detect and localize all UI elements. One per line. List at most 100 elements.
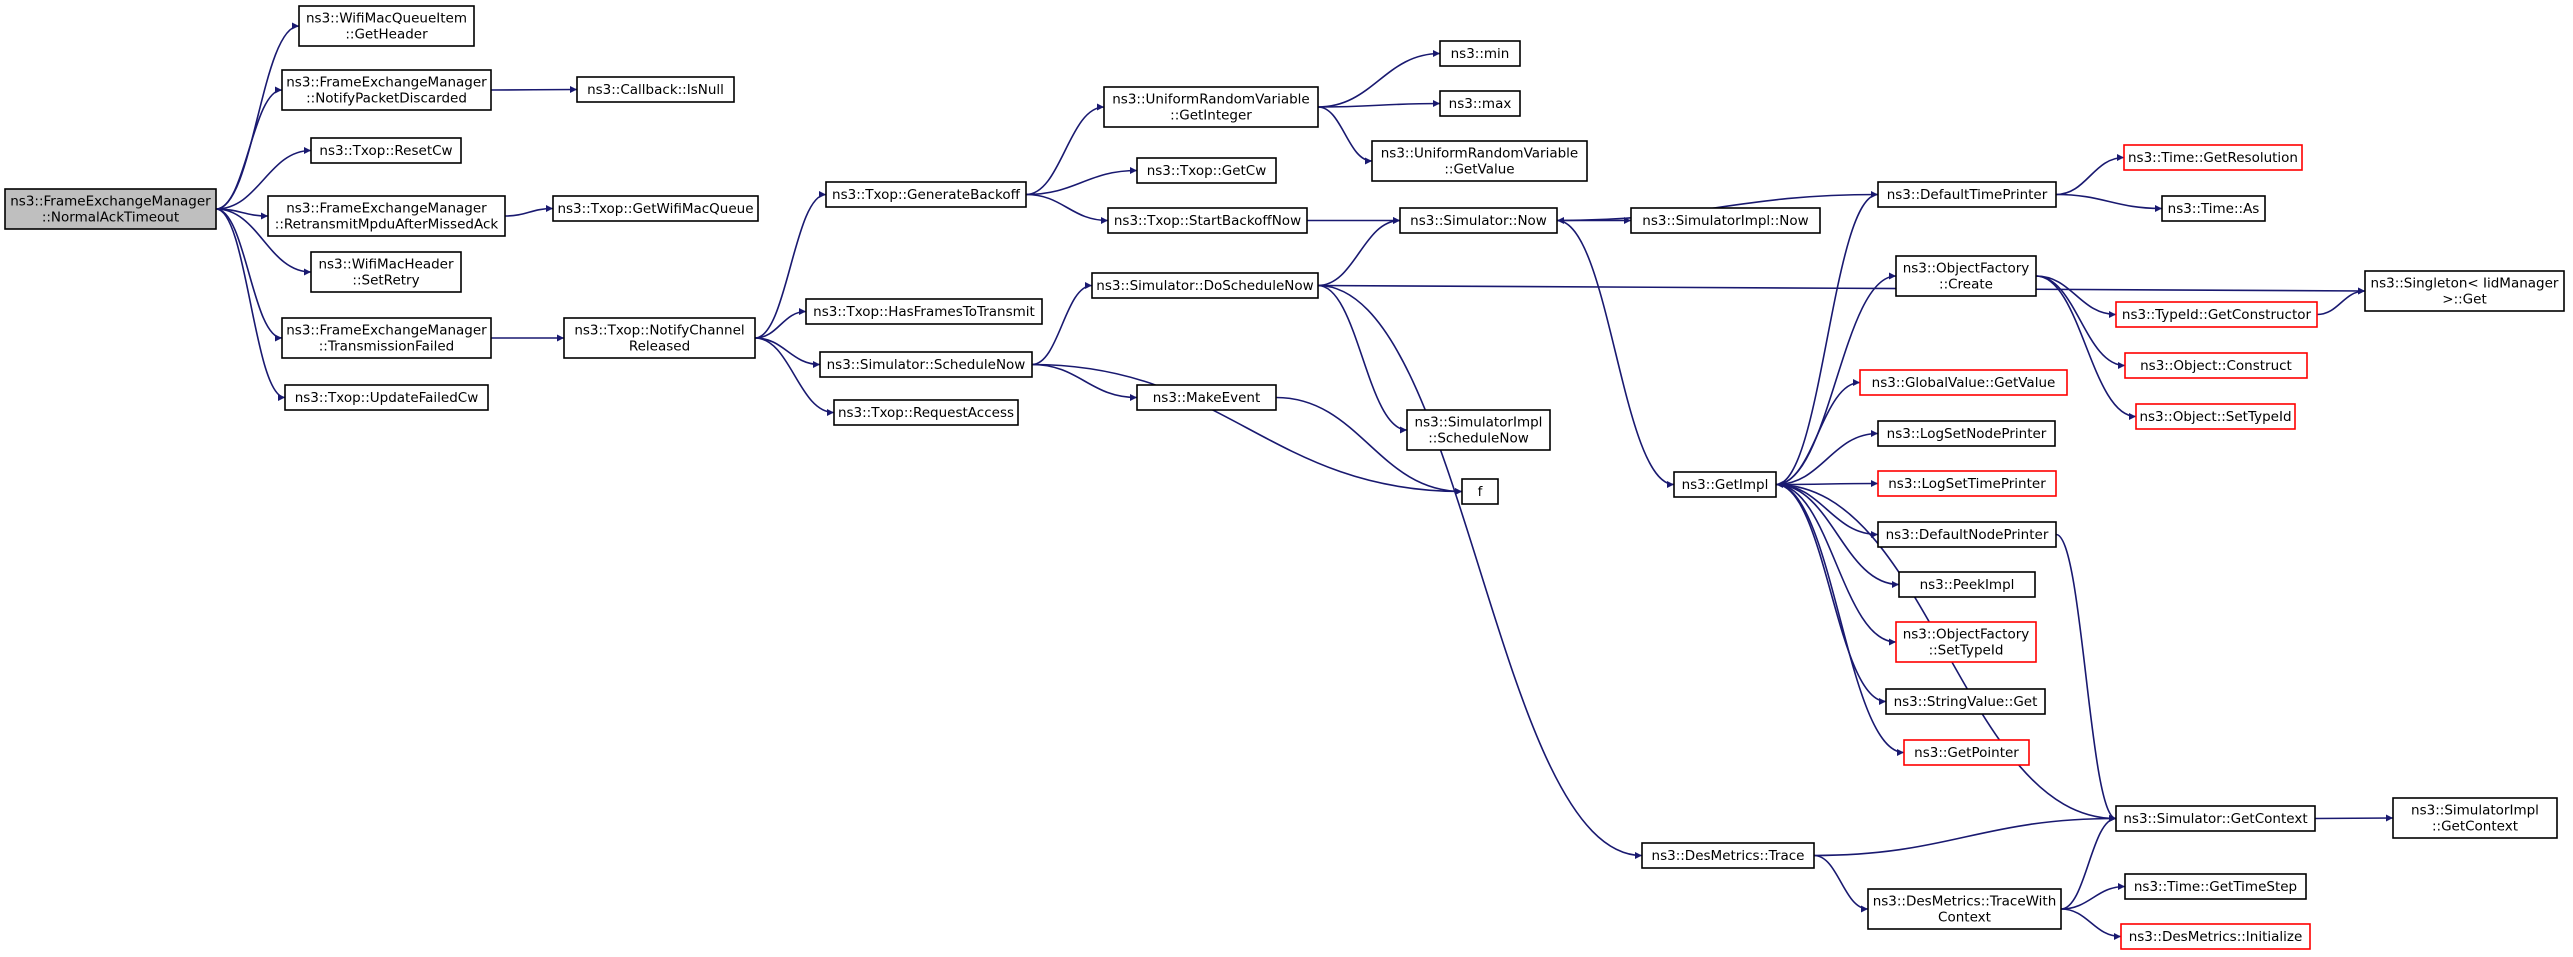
node-ns3-typeid-getconstructor[interactable]: ns3::TypeId::GetConstructor	[2115, 301, 2318, 328]
node-ns3-getpointer[interactable]: ns3::GetPointer	[1903, 739, 2030, 766]
node-box	[281, 317, 492, 359]
node-ns3-frameexchangemanager-retransmitmpduaftermissedack[interactable]: ns3::FrameExchangeManager::RetransmitMpd…	[267, 195, 506, 237]
node-label: ns3::StringValue::Get	[1894, 694, 2038, 710]
node-ns3-makeevent[interactable]: ns3::MakeEvent	[1136, 384, 1277, 411]
node-ns3-defaulttimeprinter[interactable]: ns3::DefaultTimePrinter	[1877, 181, 2057, 208]
node-label: ns3::DefaultTimePrinter	[1887, 187, 2048, 203]
node-ns3-singletoniidmanager-get[interactable]: ns3::Singleton< IidManager >::Get	[2364, 270, 2565, 312]
node-ns3-wifimacqueueitem-getheader[interactable]: ns3::WifiMacQueueItem::GetHeader	[298, 5, 475, 47]
node-ns3-txop-updatefailedcw[interactable]: ns3::Txop::UpdateFailedCw	[284, 384, 489, 411]
node-ns3-simulatorimpl-now[interactable]: ns3::SimulatorImpl::Now	[1630, 207, 1821, 234]
node-box	[310, 137, 462, 164]
node-ns3-simulator-now[interactable]: ns3::Simulator::Now	[1399, 207, 1558, 234]
node-label: ns3::Simulator::DoScheduleNow	[1096, 278, 1313, 294]
node-ns3-globalvalue-getvalue[interactable]: ns3::GlobalValue::GetValue	[1859, 369, 2068, 396]
node-ns3-time-gettimestep[interactable]: ns3::Time::GetTimeStep	[2124, 873, 2307, 900]
node-ns3-simulator-getcontext[interactable]: ns3::Simulator::GetContext	[2115, 805, 2316, 832]
node-ns3-simulator-doschedulenow[interactable]: ns3::Simulator::DoScheduleNow	[1091, 272, 1319, 299]
node-ns3-peekimpl[interactable]: ns3::PeekImpl	[1898, 571, 2036, 598]
edge-n0-to-n8	[215, 208, 283, 342]
node-box	[281, 69, 492, 111]
node-ns3-txop-resetcw[interactable]: ns3::Txop::ResetCw	[310, 137, 462, 164]
edge-n28-to-n37	[1775, 379, 1861, 486]
edge-n15-to-n20	[1317, 106, 1373, 165]
node-label: ns3::MakeEvent	[1153, 390, 1261, 406]
edge-n32-to-n33	[2035, 275, 2117, 318]
node-ns3-txop-requestaccess[interactable]: ns3::Txop::RequestAccess	[833, 399, 1019, 426]
node-ns3-time-as[interactable]: ns3::Time::As	[2161, 195, 2266, 222]
node-ns3-simulatorimpl-schedulenow[interactable]: ns3::SimulatorImpl::ScheduleNow	[1406, 409, 1551, 451]
node-ns3-callback-isnull[interactable]: ns3::Callback::IsNull	[576, 76, 735, 103]
edge-n28-to-n29	[1775, 191, 1879, 486]
node-label: ns3::DesMetrics::Trace	[1652, 848, 1805, 864]
node-label: ns3::DesMetrics::TraceWith	[1873, 894, 2057, 910]
node-box	[1461, 478, 1499, 505]
node-box	[1136, 384, 1277, 411]
node-ns3-logsetnodeprinter[interactable]: ns3::LogSetNodePrinter	[1877, 420, 2056, 447]
node-label: Released	[629, 339, 690, 355]
node-box	[1903, 739, 2030, 766]
node-label: ns3::UniformRandomVariable	[1112, 92, 1310, 108]
edge-n47-to-n49	[2060, 908, 2122, 940]
node-ns3-txop-getwifimacqueue[interactable]: ns3::Txop::GetWifiMacQueue	[552, 195, 759, 222]
node-ns3-wifimacheader-setretry[interactable]: ns3::WifiMacHeader::SetRetry	[310, 251, 462, 293]
node-label: ::GetHeader	[345, 27, 428, 43]
edge-n11-to-n16	[1025, 167, 1138, 196]
node-label: ns3::DesMetrics::Initialize	[2129, 929, 2303, 945]
node-ns3-desmetrics-initialize[interactable]: ns3::DesMetrics::Initialize	[2120, 923, 2311, 950]
node-label: ns3::max	[1449, 96, 1512, 112]
node-ns3-defaultnodeprinter[interactable]: ns3::DefaultNodePrinter	[1877, 521, 2057, 548]
node-ns3-objectfactory-create[interactable]: ns3::ObjectFactory::Create	[1895, 255, 2037, 297]
edge-n28-to-n44	[1775, 483, 1905, 756]
node-ns3-frameexchangemanager-normalacktimeout: ns3::FrameExchangeManager::NormalAckTime…	[4, 188, 217, 230]
edge-n9-to-n12	[754, 308, 807, 339]
node-ns3-logsettimeprinter[interactable]: ns3::LogSetTimePrinter	[1877, 470, 2057, 497]
node-ns3-simulatorimpl-getcontext[interactable]: ns3::SimulatorImpl::GetContext	[2392, 797, 2558, 839]
node-label: >::Get	[2442, 292, 2486, 308]
edge-n21-to-n36	[1317, 284, 2366, 295]
node-ns3-desmetrics-trace[interactable]: ns3::DesMetrics::Trace	[1641, 842, 1815, 869]
node-ns3-txop-hasframestotransmit[interactable]: ns3::Txop::HasFramesToTransmit	[805, 298, 1043, 325]
node-label: ns3::SimulatorImpl::Now	[1642, 213, 1808, 229]
node-ns3-objectfactory-settypeid[interactable]: ns3::ObjectFactory::SetTypeId	[1895, 621, 2037, 663]
edge-n0-to-n4	[215, 147, 312, 210]
node-label: ns3::ObjectFactory	[1903, 261, 2030, 277]
node-ns3-max[interactable]: ns3::max	[1439, 90, 1521, 117]
node-f[interactable]: f	[1461, 478, 1499, 505]
node-ns3-uniformrandomvariable-getvalue[interactable]: ns3::UniformRandomVariable::GetValue	[1371, 140, 1588, 182]
node-box	[1091, 272, 1319, 299]
edge-n13-to-n23	[1031, 363, 1463, 495]
node-box	[298, 5, 475, 47]
edge-n28-to-n38	[1775, 430, 1879, 486]
node-ns3-txop-startbackoffnow[interactable]: ns3::Txop::StartBackoffNow	[1107, 207, 1308, 234]
node-label: ns3::Txop::ResetCw	[319, 143, 452, 159]
node-label: ns3::FrameExchangeManager	[286, 75, 487, 91]
node-ns3-txop-getcw[interactable]: ns3::Txop::GetCw	[1136, 157, 1277, 184]
edge-n45-to-n46	[2314, 814, 2394, 822]
edge-n15-to-n19	[1317, 100, 1441, 108]
node-ns3-object-construct[interactable]: ns3::Object::Construct	[2124, 352, 2308, 379]
node-label: ns3::LogSetNodePrinter	[1887, 426, 2047, 442]
node-ns3-object-settypeid[interactable]: ns3::Object::SetTypeId	[2135, 403, 2296, 430]
node-ns3-simulator-schedulenow[interactable]: ns3::Simulator::ScheduleNow	[819, 351, 1033, 378]
node-ns3-frameexchangemanager-transmissionfailed[interactable]: ns3::FrameExchangeManager::TransmissionF…	[281, 317, 492, 359]
node-label: ::NormalAckTimeout	[42, 210, 179, 226]
node-box	[833, 399, 1019, 426]
node-ns3-stringvalue-get[interactable]: ns3::StringValue::Get	[1885, 688, 2046, 715]
node-label: ns3::Object::SetTypeId	[2139, 409, 2291, 425]
node-ns3-min[interactable]: ns3::min	[1439, 40, 1521, 67]
node-label: ns3::PeekImpl	[1920, 577, 2015, 593]
edge-n0-to-n10	[215, 208, 286, 401]
node-ns3-frameexchangemanager-notifypacketdiscarded[interactable]: ns3::FrameExchangeManager::NotifyPacketD…	[281, 69, 492, 111]
node-label: ns3::Simulator::ScheduleNow	[827, 357, 1026, 373]
node-ns3-getimpl[interactable]: ns3::GetImpl	[1673, 471, 1777, 498]
node-ns3-time-getresolution[interactable]: ns3::Time::GetResolution	[2123, 144, 2303, 171]
node-label: ns3::min	[1451, 46, 1510, 62]
node-ns3-uniformrandomvariable-getinteger[interactable]: ns3::UniformRandomVariable::GetInteger	[1103, 86, 1319, 128]
node-label: ::ScheduleNow	[1428, 431, 1529, 447]
edge-n29-to-n31	[2055, 193, 2163, 212]
node-ns3-txop-generatebackoff[interactable]: ns3::Txop::GenerateBackoff	[825, 181, 1027, 208]
edge-n27-to-n47	[1813, 854, 1869, 913]
